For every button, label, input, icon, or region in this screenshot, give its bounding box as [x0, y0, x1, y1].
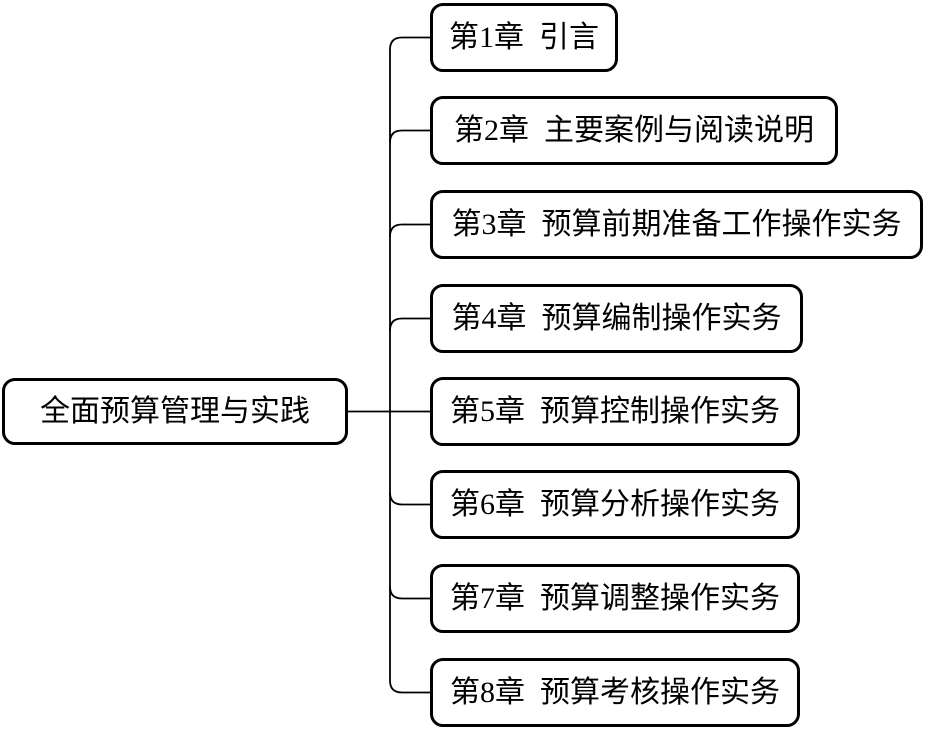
branch-ch3 — [389, 223, 430, 237]
chapter-node-label: 第7章 预算调整操作实务 — [450, 581, 780, 615]
branch-ch7 — [389, 586, 430, 600]
chapter-node-label: 第4章 预算编制操作实务 — [451, 301, 782, 335]
chapter-node-8: 第8章 预算考核操作实务 — [430, 658, 800, 727]
branch-ch6 — [389, 492, 430, 506]
chapter-node-1: 第1章 引言 — [430, 3, 618, 72]
chapter-node-label: 第8章 预算考核操作实务 — [450, 675, 780, 709]
branch-ch1 — [389, 36, 430, 50]
branch-ch8 — [389, 680, 430, 694]
chapter-node-label: 第3章 预算前期准备工作操作实务 — [451, 207, 902, 241]
branch-ch4 — [389, 317, 430, 331]
chapter-node-7: 第7章 预算调整操作实务 — [430, 564, 800, 633]
chapter-node-label: 第1章 引言 — [449, 20, 599, 54]
chapter-node-label: 第5章 预算控制操作实务 — [450, 394, 780, 428]
branch-ch2 — [389, 129, 430, 143]
root-node-budget-management: 全面预算管理与实践 — [2, 378, 348, 445]
chapter-node-label: 第2章 主要案例与阅读说明 — [454, 113, 814, 147]
root-node-label: 全面预算管理与实践 — [40, 394, 310, 428]
chapter-node-3: 第3章 预算前期准备工作操作实务 — [430, 190, 923, 259]
chapter-node-4: 第4章 预算编制操作实务 — [430, 284, 803, 353]
chapter-node-6: 第6章 预算分析操作实务 — [430, 470, 800, 539]
chapter-node-label: 第6章 预算分析操作实务 — [450, 487, 780, 521]
chapter-node-2: 第2章 主要案例与阅读说明 — [430, 96, 838, 165]
chapter-node-5: 第5章 预算控制操作实务 — [430, 377, 800, 446]
